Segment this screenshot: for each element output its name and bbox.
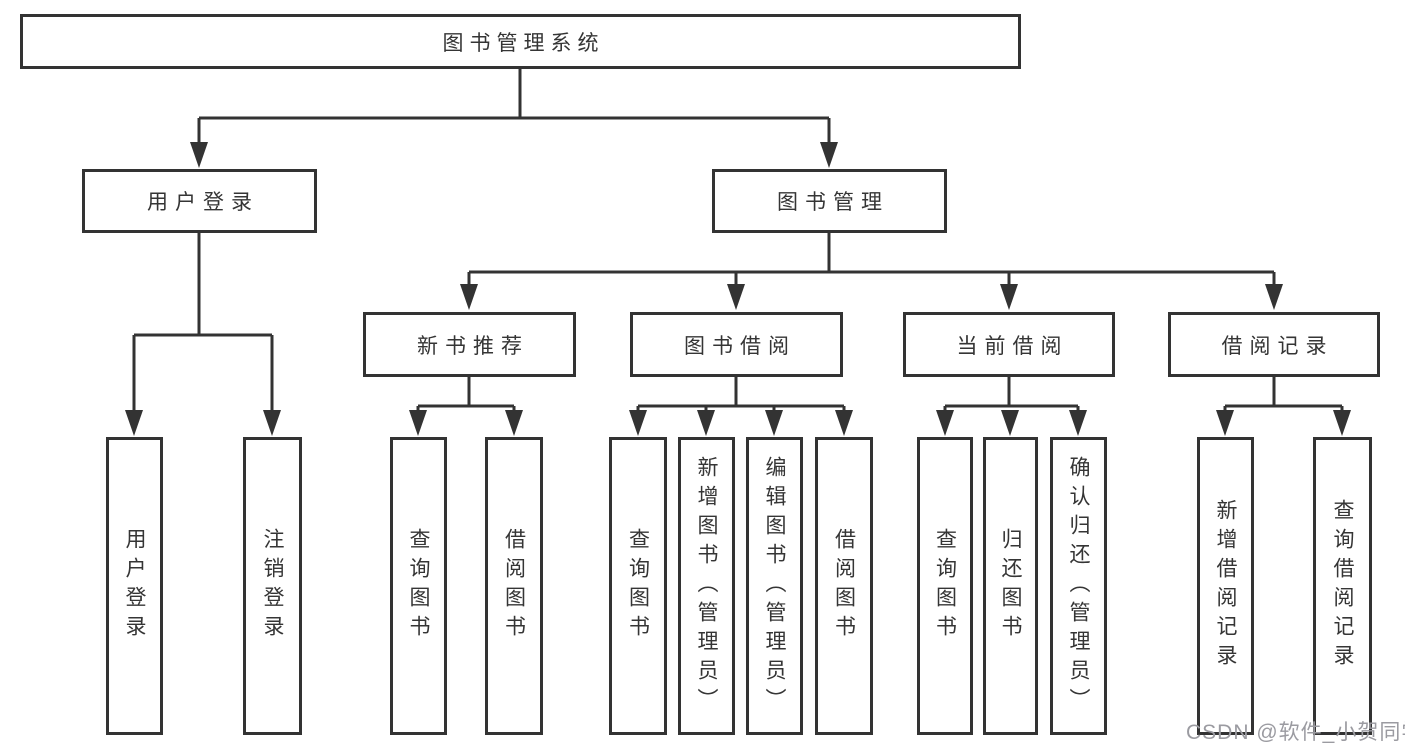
leaf-borrow-books-label: 借阅图书: [832, 528, 856, 644]
connector-root-to-level2: [190, 69, 838, 168]
connector-book-mgmt-to-level3: [460, 233, 1283, 310]
leaf-logout: 注销登录: [243, 437, 302, 735]
leaf-return-books: 归还图书: [983, 437, 1038, 735]
leaf-borrow-books-newbook: 借阅图书: [485, 437, 543, 735]
leaf-query-books-current-label: 查询图书: [933, 528, 957, 644]
node-book-management: 图书管理: [712, 169, 947, 233]
leaf-query-borrow-record: 查询借阅记录: [1313, 437, 1372, 735]
leaf-edit-books-admin-label: 编辑图书（管理员）: [763, 455, 786, 717]
leaf-query-books-borrow: 查询图书: [609, 437, 667, 735]
node-book-borrowing: 图书借阅: [630, 312, 843, 377]
leaf-user-login-label: 用户登录: [123, 528, 146, 644]
connector-borrow-record-to-leaves: [1216, 377, 1351, 436]
leaf-user-login: 用户登录: [106, 437, 163, 735]
leaf-confirm-return-admin: 确认归还（管理员）: [1050, 437, 1107, 735]
connector-usel-login-to-leaves: [125, 233, 281, 436]
leaf-logout-label: 注销登录: [261, 528, 284, 644]
leaf-query-books-borrow-label: 查询图书: [626, 528, 650, 644]
leaf-edit-books-admin: 编辑图书（管理员）: [746, 437, 803, 735]
leaf-add-borrow-record: 新增借阅记录: [1197, 437, 1254, 735]
leaf-borrow-books-newbook-label: 借阅图书: [502, 528, 526, 644]
connector-book-borrow-to-leaves: [629, 377, 853, 436]
leaf-borrow-books: 借阅图书: [815, 437, 873, 735]
node-new-book-recommendation: 新书推荐: [363, 312, 576, 377]
node-borrowing-records: 借阅记录: [1168, 312, 1380, 377]
node-current-borrowing: 当前借阅: [903, 312, 1115, 377]
leaf-add-borrow-record-label: 新增借阅记录: [1214, 499, 1237, 673]
leaf-add-books-admin: 新增图书（管理员）: [678, 437, 735, 735]
csdn-watermark: CSDN @软件_小贺同学: [1186, 721, 1405, 744]
node-library-management-system: 图书管理系统: [20, 14, 1021, 69]
leaf-confirm-return-admin-label: 确认归还（管理员）: [1067, 455, 1090, 717]
leaf-query-books-newbook-label: 查询图书: [407, 528, 430, 644]
leaf-query-borrow-record-label: 查询借阅记录: [1331, 499, 1354, 673]
leaf-query-books-newbook: 查询图书: [390, 437, 447, 735]
node-user-login: 用户登录: [82, 169, 317, 233]
leaf-add-books-admin-label: 新增图书（管理员）: [695, 455, 718, 717]
connector-current-borrow-to-leaves: [936, 377, 1087, 436]
leaf-query-books-current: 查询图书: [917, 437, 973, 735]
leaf-return-books-label: 归还图书: [999, 528, 1022, 644]
connector-new-book-to-leaves: [409, 377, 523, 436]
